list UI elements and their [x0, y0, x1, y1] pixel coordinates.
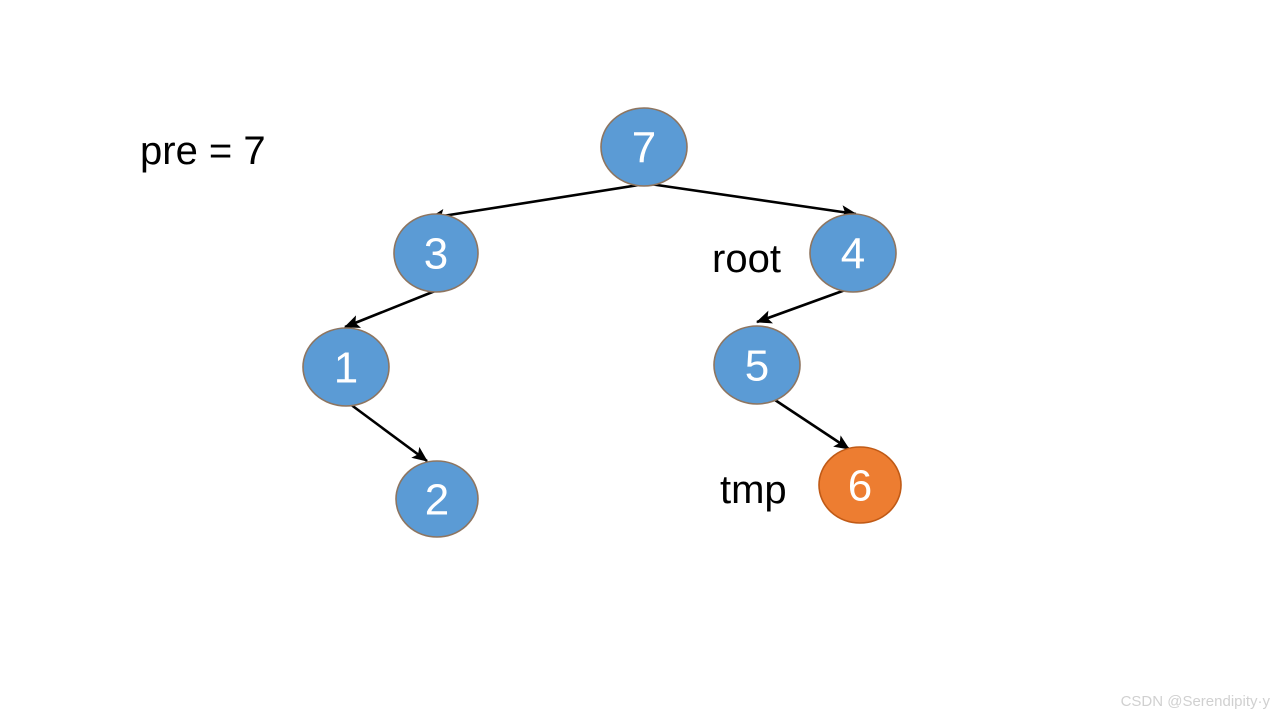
tree-node-3[interactable]: 3 — [393, 213, 479, 293]
node-shape-3[interactable] — [393, 213, 479, 293]
tree-node-5[interactable]: 5 — [713, 325, 801, 405]
tree-node-6[interactable]: 6 — [818, 446, 902, 524]
annotations-group: pre = 7 root tmp — [140, 129, 787, 512]
node-shape-1[interactable] — [302, 327, 390, 407]
node-shape-7[interactable] — [600, 107, 688, 187]
node-value-3: 3 — [424, 230, 448, 279]
edge-7-to-3 — [428, 182, 646, 223]
node-value-6: 6 — [848, 462, 872, 511]
node-shape-5[interactable] — [713, 325, 801, 405]
tree-node-7[interactable]: 7 — [600, 107, 688, 187]
edge-5-to-6 — [771, 396, 850, 451]
edge-1-to-2 — [349, 402, 428, 463]
annotation-root: root — [712, 237, 781, 281]
nodes-group: 7 3 4 1 5 2 6 — [302, 107, 902, 538]
edge-7-to-4 — [649, 182, 858, 219]
node-value-7: 7 — [632, 124, 656, 173]
watermark: CSDN @Serendipity·y — [1121, 693, 1271, 710]
tree-node-4[interactable]: 4 — [809, 213, 897, 293]
node-shape-6[interactable] — [818, 446, 902, 524]
node-value-1: 1 — [334, 344, 358, 393]
node-value-4: 4 — [841, 230, 865, 279]
edge-4-to-5 — [756, 287, 849, 324]
node-value-5: 5 — [745, 342, 769, 391]
tree-node-2[interactable]: 2 — [395, 460, 479, 538]
node-shape-2[interactable] — [395, 460, 479, 538]
edges-group — [344, 182, 858, 463]
annotation-tmp: tmp — [720, 468, 787, 512]
edge-3-to-1 — [344, 287, 441, 329]
annotation-pre: pre = 7 — [140, 129, 266, 173]
tree-node-1[interactable]: 1 — [302, 327, 390, 407]
node-value-2: 2 — [425, 476, 449, 525]
node-shape-4[interactable] — [809, 213, 897, 293]
